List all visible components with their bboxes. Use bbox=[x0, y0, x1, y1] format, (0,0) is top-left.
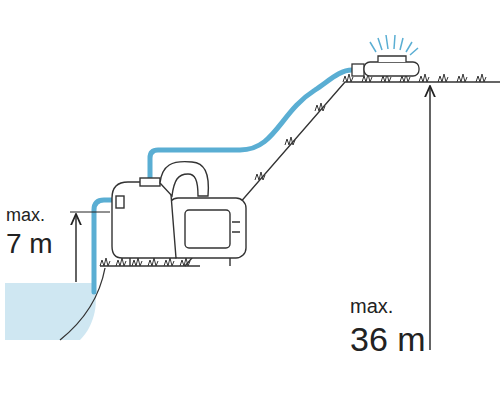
sprinkler bbox=[352, 56, 419, 76]
grass-tuft bbox=[164, 258, 174, 266]
grass-tuft bbox=[116, 258, 126, 266]
grass bbox=[100, 74, 486, 266]
dimension-tick bbox=[70, 212, 110, 213]
grass-tuft bbox=[132, 258, 142, 266]
grass-tuft bbox=[419, 74, 429, 82]
grass-tuft bbox=[180, 258, 190, 266]
dimension-prefix: max. bbox=[350, 296, 393, 316]
dimension-value: 7 m bbox=[6, 230, 53, 258]
grass-tuft bbox=[315, 103, 325, 111]
dimension-value: 36 m bbox=[350, 322, 426, 356]
dimension-prefix: max. bbox=[6, 206, 45, 224]
grass-tuft bbox=[148, 258, 158, 266]
grass-tuft bbox=[255, 172, 265, 180]
grass-tuft bbox=[457, 74, 467, 82]
dimension-arrow bbox=[75, 214, 76, 282]
bank-line bbox=[60, 268, 105, 340]
grass-tuft bbox=[438, 74, 448, 82]
grass-tuft bbox=[476, 74, 486, 82]
water bbox=[5, 283, 96, 340]
grass-tuft bbox=[100, 258, 110, 266]
grass-tuft bbox=[285, 137, 295, 145]
spray bbox=[370, 35, 418, 55]
dimension-arrow bbox=[429, 86, 430, 350]
pump bbox=[112, 162, 246, 266]
